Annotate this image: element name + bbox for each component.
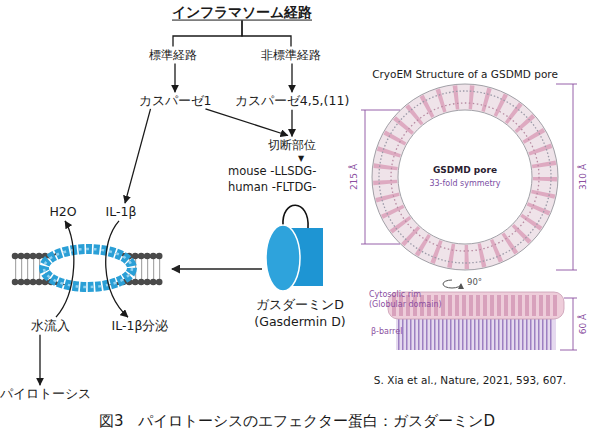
- sequence-label: human -FLTDG-: [228, 180, 316, 194]
- molecule-label: H2O: [49, 204, 76, 220]
- membrane-pore: [44, 249, 132, 287]
- citation: S. Xia et al., Nature, 2021, 593, 607.: [374, 374, 566, 387]
- node-text: インフラマソーム経路: [172, 4, 312, 21]
- node-text: 標準経路: [149, 48, 197, 63]
- dimension-tick: [361, 110, 400, 111]
- pathway-label: 非標準経路: [261, 48, 321, 63]
- pore-top-view: [372, 84, 558, 270]
- dimension-tick: [560, 350, 577, 351]
- insertion-arrow: [172, 268, 262, 269]
- rotation-label: 90°: [467, 277, 482, 288]
- gasdermin-shape: [252, 196, 348, 296]
- dimension-label: 310 Å: [578, 164, 589, 190]
- node-text: IL-1β分泌: [112, 318, 169, 334]
- connector-arrow: [174, 64, 175, 93]
- node-text: 非標準経路: [261, 48, 321, 63]
- dimension-tick: [556, 270, 577, 271]
- pathway-label: 標準経路: [149, 48, 197, 63]
- ring-subunits: [385, 97, 545, 257]
- enzyme-label: カスパーゼ4,5,(11): [235, 93, 350, 109]
- node-text: 切断部位: [268, 138, 316, 153]
- ring-texture: [391, 103, 539, 251]
- beta-barrel-band: [396, 317, 556, 350]
- n-terminal-domain: [266, 225, 300, 291]
- node-text: IL-1β: [106, 204, 137, 220]
- domain-label: β-barrel: [371, 327, 402, 337]
- pore-ring: [385, 97, 545, 257]
- node-text: カスパーゼ4,5,(11): [235, 93, 350, 109]
- connector-arrow: [56, 221, 74, 317]
- center-label: GSDMD pore: [433, 165, 497, 176]
- process-label: 水流入: [31, 318, 70, 334]
- connector-arrow: [39, 335, 40, 385]
- figure-caption: 図3 パイロトーシスのエフェクター蛋白：ガスダーミンD: [99, 412, 495, 431]
- connector-arrow: [242, 20, 291, 46]
- connector-arrow: [291, 64, 292, 93]
- domain-label: Cytosolic rim (Globular domain): [369, 290, 445, 310]
- process-label: IL-1β分泌: [112, 318, 169, 334]
- sequence-label: mouse -LLSDG-: [228, 164, 316, 178]
- rotation-arrow: [443, 280, 461, 288]
- dimension-tick: [556, 84, 577, 85]
- dimension-label: 215 Å: [349, 164, 360, 190]
- pore-hole: [44, 249, 132, 287]
- node-text: ガスダーミンD (Gasdermin D): [252, 296, 348, 330]
- node-text: H2O: [49, 204, 76, 220]
- node-text: パイロトーシス: [0, 386, 91, 402]
- connector-arrow: [106, 221, 128, 317]
- pathway-heading: インフラマソーム経路: [172, 4, 312, 21]
- dimension-line: [573, 298, 574, 350]
- ring-outline: [372, 84, 558, 270]
- panel-title: CryoEM Structure of a GSDMD pore: [372, 68, 558, 81]
- ring-texture: [379, 91, 551, 263]
- dimension-line: [365, 110, 366, 244]
- outcome-label: パイロトーシス: [0, 386, 91, 402]
- dimension-line: [573, 84, 574, 270]
- enzyme-label: カスパーゼ1: [139, 93, 212, 109]
- gasdermin-protein: ガスダーミンD (Gasdermin D): [252, 196, 348, 330]
- connector-arrow: [205, 109, 288, 136]
- symmetry-label: 33-fold symmetry: [429, 179, 500, 189]
- linker-loop: [283, 205, 308, 228]
- dimension-tick: [564, 298, 577, 299]
- beta-strands: [398, 317, 554, 350]
- pore-subunits: [44, 249, 132, 287]
- connector-arrow: [291, 110, 292, 137]
- dimension-label: 60 Å: [578, 314, 589, 334]
- connector-arrow: [173, 20, 242, 46]
- node-text: 水流入: [31, 318, 70, 334]
- molecule-label: IL-1β: [106, 204, 137, 220]
- connector-arrow: [125, 109, 151, 203]
- dimension-tick: [361, 244, 400, 245]
- cleavage-marker: ▼: [298, 154, 304, 164]
- pore-highlight: [44, 249, 132, 287]
- cleavage-site-label: 切断部位: [268, 138, 316, 153]
- ring-outline: [398, 110, 532, 244]
- dimension-lines: [361, 84, 577, 350]
- node-text: カスパーゼ1: [139, 93, 212, 109]
